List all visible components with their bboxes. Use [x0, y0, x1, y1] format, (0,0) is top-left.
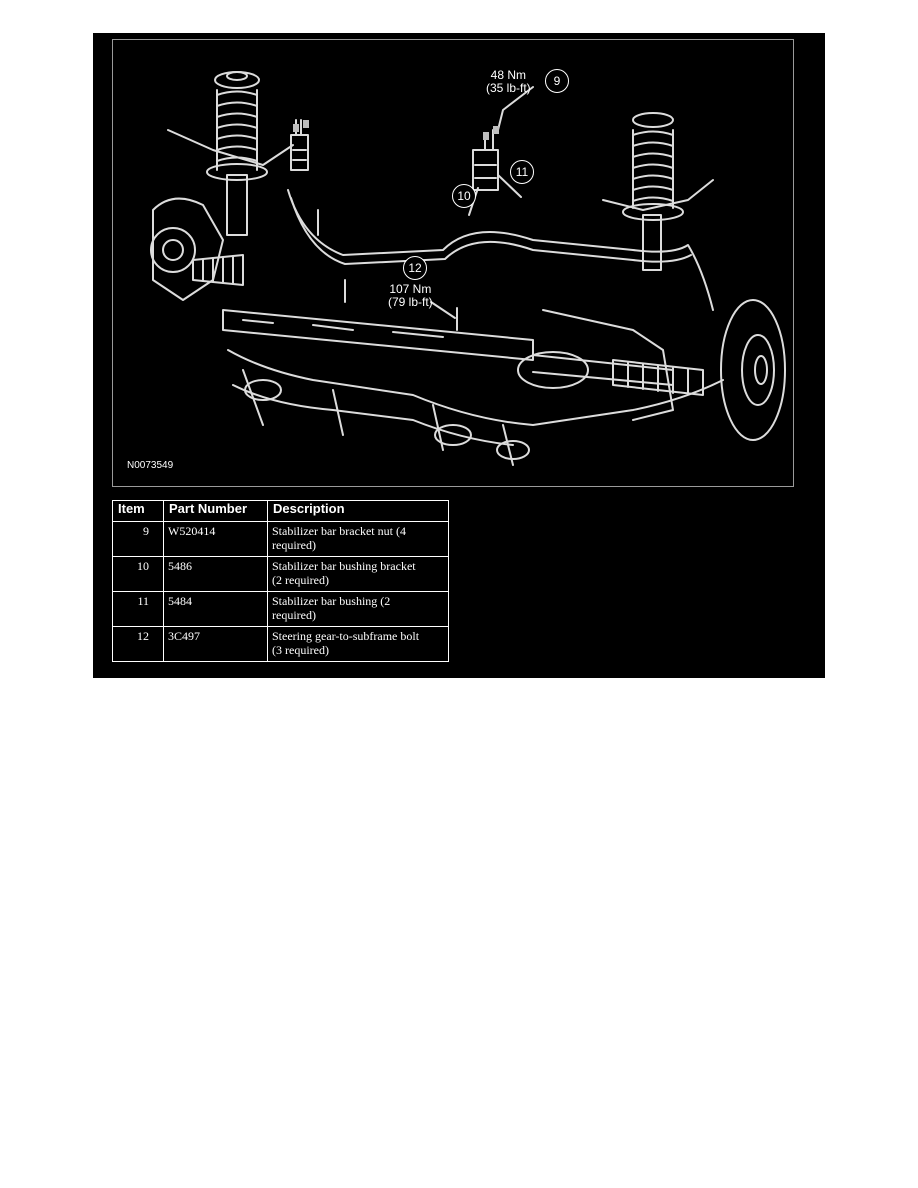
- item-cell: 9: [112, 521, 164, 557]
- description-line: Stabilizer bar bushing (2: [272, 594, 391, 608]
- header-description: Description: [267, 500, 449, 522]
- part-number-cell: 5484: [163, 591, 268, 627]
- part-number-cell: 3C497: [163, 626, 268, 662]
- description-line: (2 required): [272, 573, 329, 587]
- item-cell: 12: [112, 626, 164, 662]
- parts-table: Item Part Number Description 9 W520414 S…: [112, 500, 449, 662]
- figure-id: N0073549: [127, 460, 174, 471]
- description-line: Stabilizer bar bracket nut (4: [272, 524, 406, 538]
- callout-9: 9: [545, 69, 569, 93]
- description-cell: Steering gear-to-subframe bolt(3 require…: [267, 626, 449, 662]
- description-line: (3 required): [272, 643, 329, 657]
- torque-9-metric: 48 Nm: [490, 68, 527, 82]
- table-header-row: Item Part Number Description: [112, 500, 449, 522]
- torque-12-imperial: (79 lb-ft): [388, 295, 433, 309]
- subframe-drawing: [150, 71, 786, 466]
- callout-10: 10: [452, 184, 476, 208]
- part-number-cell: W520414: [163, 521, 268, 557]
- header-item: Item: [112, 500, 164, 522]
- header-part-number: Part Number: [163, 500, 268, 522]
- item-cell: 10: [112, 556, 164, 592]
- torque-spec-9: 48 Nm (35 lb-ft): [486, 69, 531, 95]
- table-row: 10 5486 Stabilizer bar bushing bracket(2…: [112, 556, 449, 592]
- callout-12: 12: [403, 256, 427, 280]
- torque-spec-12: 107 Nm (79 lb-ft): [388, 283, 433, 309]
- table-row: 12 3C497 Steering gear-to-subframe bolt(…: [112, 626, 449, 662]
- description-line: required): [272, 608, 316, 622]
- torque-12-metric: 107 Nm: [389, 282, 432, 296]
- description-line: required): [272, 538, 316, 552]
- description-line: Steering gear-to-subframe bolt: [272, 629, 420, 643]
- description-cell: Stabilizer bar bushing bracket(2 require…: [267, 556, 449, 592]
- callout-11: 11: [510, 160, 534, 184]
- torque-9-imperial: (35 lb-ft): [486, 81, 531, 95]
- part-number-cell: 5486: [163, 556, 268, 592]
- suspension-illustration: 48 Nm (35 lb-ft) 9 10 11 12 107 Nm (79 l…: [112, 39, 794, 487]
- item-cell: 11: [112, 591, 164, 627]
- description-line: Stabilizer bar bushing bracket: [272, 559, 416, 573]
